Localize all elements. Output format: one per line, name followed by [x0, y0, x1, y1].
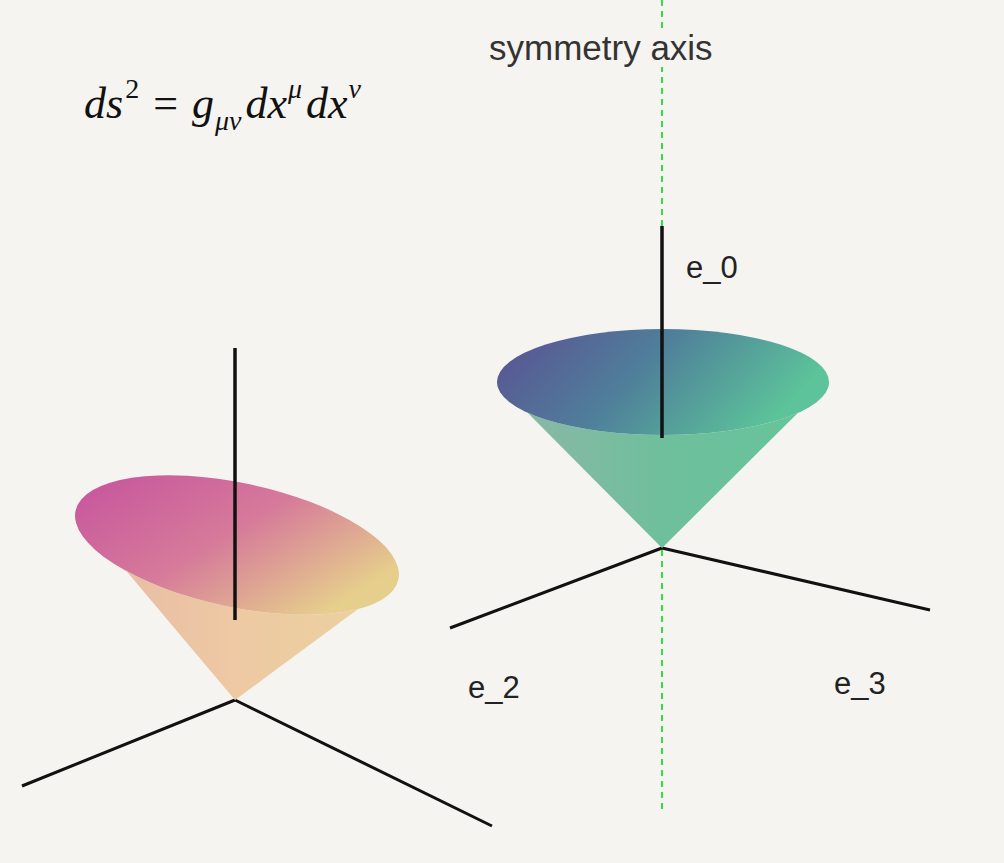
formula-symbol: μ: [288, 75, 302, 103]
formula-symbol: =: [153, 82, 178, 126]
formula-symbol: 2: [125, 75, 139, 103]
formula-symbol: ds: [84, 82, 123, 126]
metric-formula: ds2=gμνdxμdxν: [84, 82, 361, 126]
formula-symbol: μν: [215, 107, 241, 135]
basis-vector-label: e_0: [686, 252, 738, 283]
upright-light-cone: [450, 226, 930, 628]
formula-symbol: dx: [245, 82, 287, 126]
tilted-light-cone: [22, 348, 492, 826]
basis-vector-label: e_2: [468, 672, 520, 703]
formula-symbol: ν: [349, 75, 361, 103]
formula-symbol: dx: [306, 82, 348, 126]
symmetry-axis-line: [661, 0, 663, 812]
basis-vector-label: e_3: [834, 668, 886, 699]
formula-symbol: g: [192, 82, 214, 126]
axis-label: symmetry axis: [486, 28, 716, 67]
